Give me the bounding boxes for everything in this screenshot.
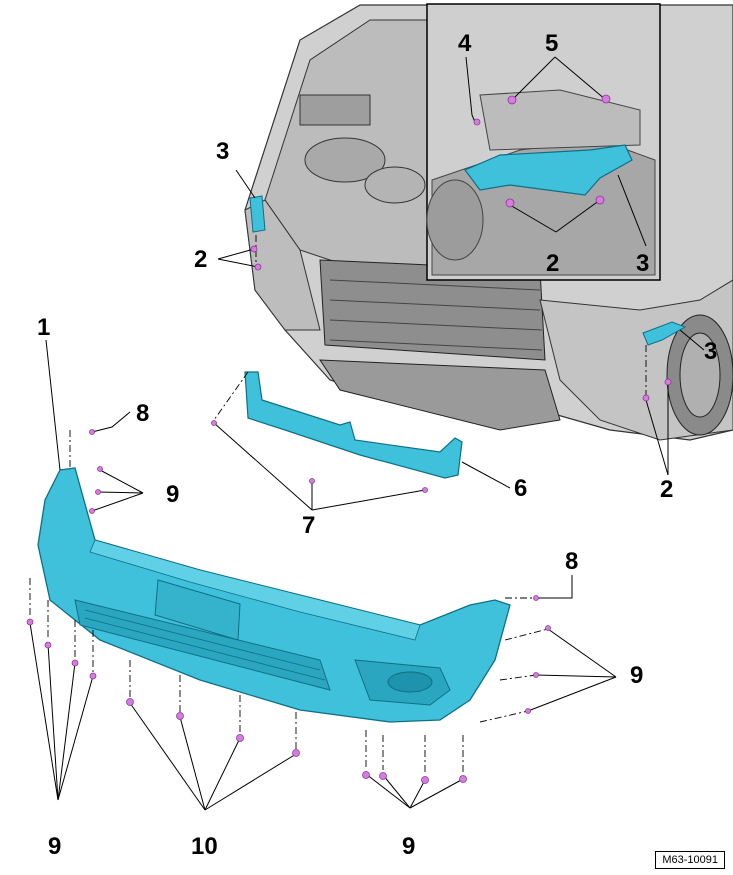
callout-8-right: 8	[565, 548, 579, 575]
assembly-paths	[29, 235, 647, 775]
bumper-reinforcement-bracket	[244, 371, 463, 479]
detail-inset	[426, 3, 661, 281]
left-side-bracket	[249, 195, 266, 233]
callout-9-right: 9	[630, 662, 644, 689]
fasteners	[26, 94, 672, 784]
callout-8-left: 8	[136, 400, 150, 427]
callout-2-left: 2	[194, 246, 208, 273]
callout-10: 10	[191, 833, 218, 860]
callout-3-left: 3	[216, 138, 230, 165]
figure-reference-code: M63-10091	[655, 851, 725, 869]
callout-7: 7	[302, 512, 316, 539]
callout-5: 5	[545, 30, 559, 57]
callout-1-bumper-cover: 1	[37, 314, 51, 341]
right-side-bracket	[642, 321, 687, 346]
callout-9-bottom-left: 9	[48, 833, 62, 860]
callout-9-bottom-right: 9	[402, 833, 416, 860]
callout-3-inset: 3	[636, 250, 650, 277]
bumper-cover	[37, 467, 511, 723]
callout-4: 4	[458, 30, 472, 57]
callout-2-right: 2	[660, 476, 674, 503]
callout-2-inset: 2	[546, 250, 560, 277]
callout-3-right: 3	[704, 338, 718, 365]
callout-6: 6	[514, 475, 528, 502]
callout-9-upper-left: 9	[166, 481, 180, 508]
leader-lines	[29, 56, 705, 811]
